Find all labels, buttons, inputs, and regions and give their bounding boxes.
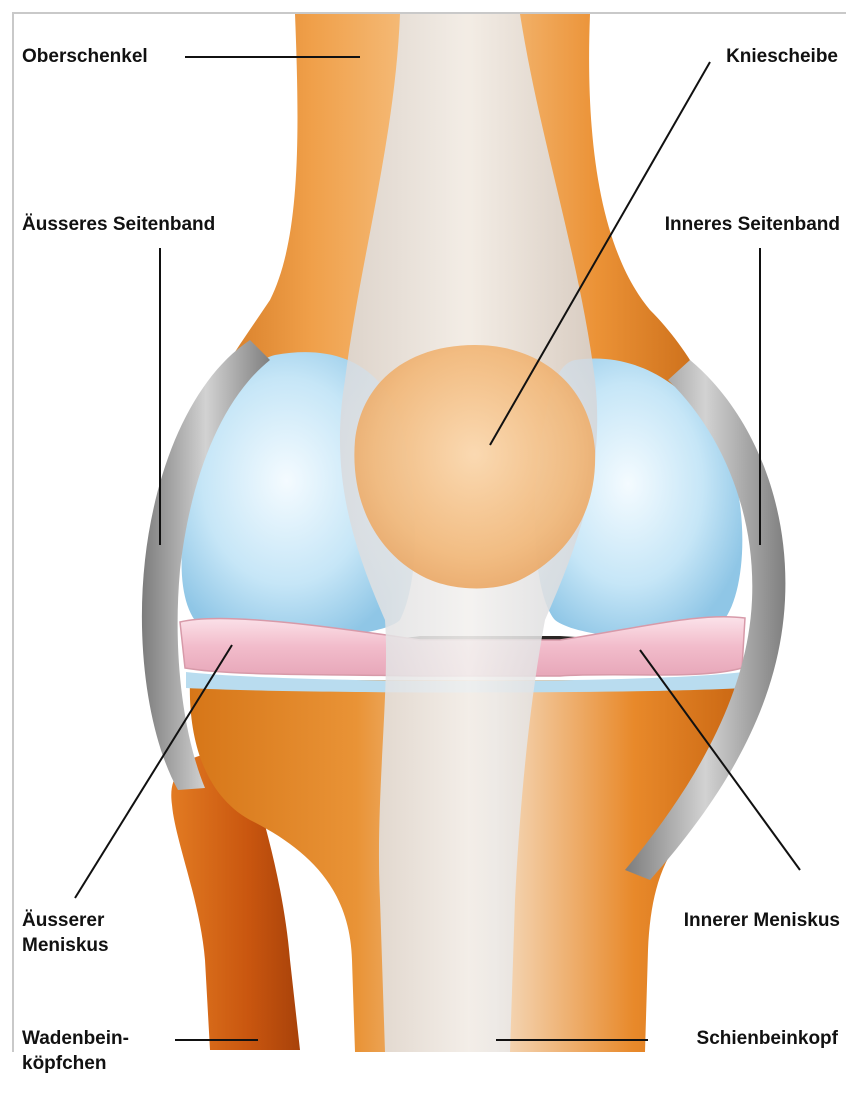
- label-inneres-seitenband: Inneres Seitenband: [665, 212, 840, 237]
- label-oberschenkel: Oberschenkel: [22, 44, 148, 69]
- label-wadenbeinkoepfchen-line1: Wadenbein-: [22, 1026, 129, 1051]
- label-wadenbeinkoepfchen-line2: köpfchen: [22, 1051, 129, 1076]
- label-innerer-meniskus: Innerer Meniskus: [684, 908, 840, 933]
- label-kniescheibe: Kniescheibe: [726, 44, 838, 69]
- label-aeusseres-seitenband: Äusseres Seitenband: [22, 212, 215, 237]
- label-aeusserer-meniskus-line2: Meniskus: [22, 933, 109, 958]
- label-aeusserer-meniskus-line1: Äusserer: [22, 908, 109, 933]
- label-wadenbeinkoepfchen: Wadenbein- köpfchen: [22, 1026, 129, 1076]
- label-aeusserer-meniskus: Äusserer Meniskus: [22, 908, 109, 958]
- label-schienbeinkopf: Schienbeinkopf: [697, 1026, 838, 1051]
